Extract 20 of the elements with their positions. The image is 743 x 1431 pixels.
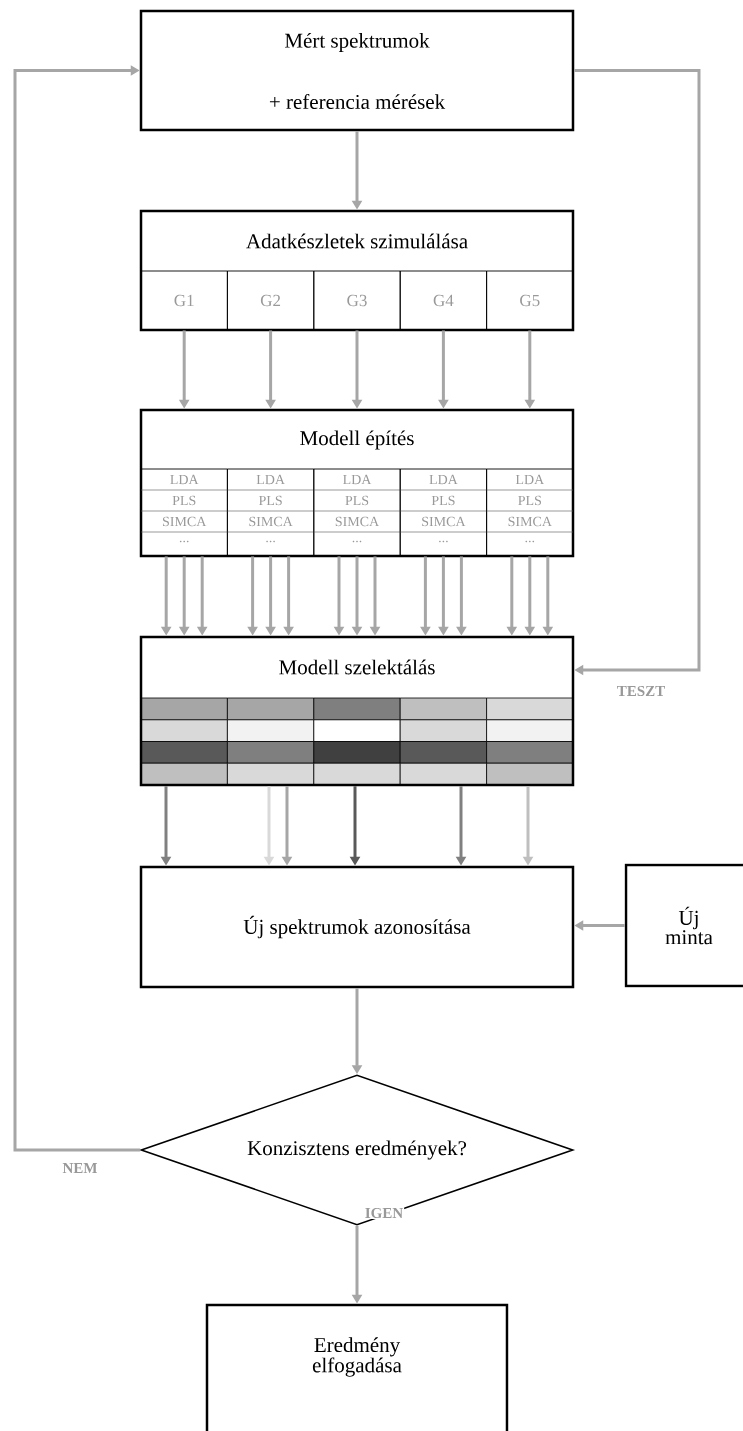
edge-label: NEM <box>61 1162 99 1174</box>
method-column: LDA PLS SIMCA ... <box>486 468 574 557</box>
edge-label: IGEN <box>363 1206 405 1220</box>
table-cell: G1 <box>140 270 228 331</box>
process-box: Mért spektrumok + referencia mérések <box>139 9 575 132</box>
table-cell: G4 <box>399 270 488 331</box>
table-cell: G5 <box>486 270 574 331</box>
method-column: LDA PLS SIMCA ... <box>399 468 488 557</box>
process-box: Modell szelektálás <box>139 635 575 787</box>
method-column: LDA PLS SIMCA ... <box>226 468 315 557</box>
arrow <box>13 65 141 1152</box>
process-box: Új minta <box>624 863 743 988</box>
method-column: LDA PLS SIMCA ... <box>313 468 401 557</box>
process-box: Új spektrumok azonosítása <box>139 865 575 989</box>
table-cell: G2 <box>226 270 315 331</box>
process-box: Eredmény elfogadása <box>205 1303 509 1431</box>
arrow <box>574 69 701 676</box>
edge-label: TESZT <box>615 684 667 698</box>
method-column: LDA PLS SIMCA ... <box>140 468 228 557</box>
table-cell: G3 <box>313 270 401 331</box>
